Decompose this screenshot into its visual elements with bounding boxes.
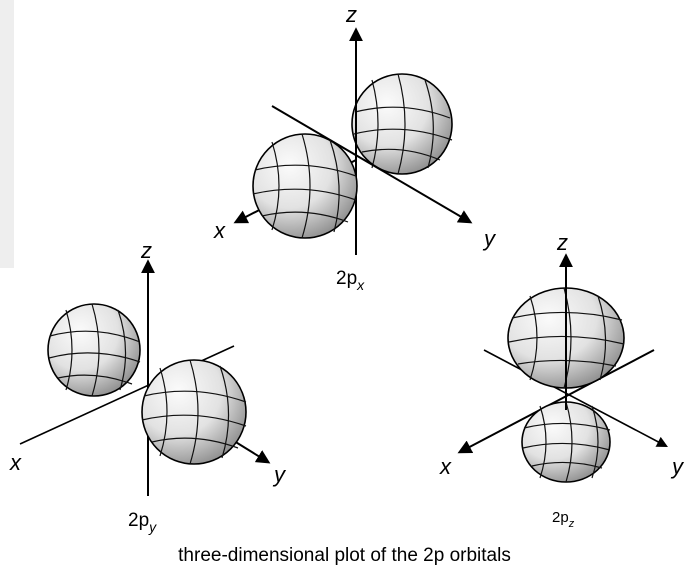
orbital-2py-lobe-back	[47, 303, 141, 397]
orbital-2px-lobe-back	[351, 73, 453, 175]
figure-caption: three-dimensional plot of the 2p orbital…	[178, 545, 511, 566]
orbital-2py-lobe-front	[141, 359, 247, 465]
axis-label-2py-z: z	[140, 238, 152, 263]
orbital-2px: z x y 2px	[213, 2, 497, 293]
axis-label-2px-y: y	[482, 226, 497, 251]
orbital-label-2pz: 2pz	[552, 509, 575, 530]
axis-2pz-x	[457, 349, 655, 454]
orbital-label-2px: 2px	[336, 268, 365, 293]
axis-2pz-y	[483, 349, 668, 448]
axis-label-2pz-z: z	[556, 230, 568, 255]
orbital-2py: z x y 2py	[9, 238, 287, 535]
axis-label-2px-x: x	[213, 218, 226, 243]
page-edge-strip	[0, 0, 14, 268]
orbital-2pz: z x y 2pz	[439, 230, 685, 530]
orbital-2pz-lobe-bottom	[521, 401, 611, 483]
axis-label-2px-z: z	[345, 2, 357, 27]
axis-label-2pz-x: x	[439, 454, 452, 479]
orbital-2px-lobe-front	[252, 133, 358, 239]
axis-label-2py-x: x	[9, 450, 22, 475]
axis-2px-y	[271, 105, 473, 224]
axis-label-2py-y: y	[272, 462, 287, 487]
axis-label-2pz-y: y	[670, 454, 685, 479]
orbital-label-2py: 2py	[128, 510, 157, 535]
